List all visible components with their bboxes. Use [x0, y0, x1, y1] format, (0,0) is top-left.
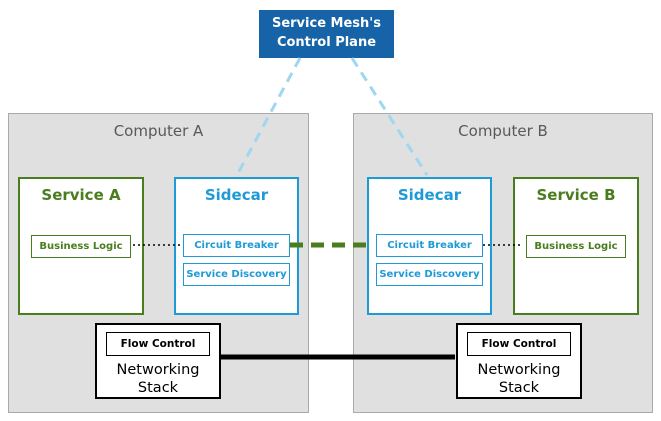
sidecar-a-title: Sidecar [204, 186, 269, 204]
networking-stack-a-label: Networking Stack [116, 362, 200, 397]
service-discovery-label: Service Discovery [186, 269, 287, 280]
computer-a-panel: Computer A Service A Business Logic Side… [8, 113, 309, 413]
control-plane-label: Service Mesh's Control Plane [271, 16, 382, 50]
circuit-breaker-label: Circuit Breaker [387, 240, 472, 251]
flow-control-label: Flow Control [481, 338, 557, 350]
sidecar-a-box: Sidecar Circuit Breaker Service Discover… [174, 177, 299, 315]
sidecar-b-circuit-breaker-box: Circuit Breaker [376, 234, 483, 257]
sidecar-a-circuit-breaker-box: Circuit Breaker [183, 234, 290, 257]
sidecar-b-service-discovery-box: Service Discovery [376, 263, 483, 286]
service-a-business-logic-box: Business Logic [31, 235, 131, 258]
service-b-business-logic-box: Business Logic [526, 235, 626, 258]
service-a-title: Service A [41, 186, 121, 204]
flow-control-label: Flow Control [120, 338, 196, 350]
service-b-title: Service B [536, 186, 616, 204]
service-a-box: Service A Business Logic [18, 177, 144, 315]
sidecar-b-title: Sidecar [397, 186, 462, 204]
business-logic-label: Business Logic [39, 241, 123, 252]
flow-control-b-box: Flow Control [467, 332, 571, 356]
flow-control-a-box: Flow Control [106, 332, 210, 356]
networking-stack-a-box: Flow Control Networking Stack [95, 323, 221, 399]
circuit-breaker-label: Circuit Breaker [194, 240, 279, 251]
control-plane-box: Service Mesh's Control Plane [259, 10, 394, 58]
service-b-box: Service B Business Logic [513, 177, 639, 315]
business-logic-label: Business Logic [534, 241, 618, 252]
networking-stack-b-box: Flow Control Networking Stack [456, 323, 582, 399]
service-discovery-label: Service Discovery [379, 269, 480, 280]
computer-a-title: Computer A [113, 122, 204, 140]
computer-b-title: Computer B [458, 122, 548, 140]
sidecar-a-service-discovery-box: Service Discovery [183, 263, 290, 286]
computer-b-panel: Computer B Sidecar Circuit Breaker Servi… [353, 113, 653, 413]
networking-stack-b-label: Networking Stack [477, 362, 561, 397]
sidecar-b-box: Sidecar Circuit Breaker Service Discover… [367, 177, 492, 315]
